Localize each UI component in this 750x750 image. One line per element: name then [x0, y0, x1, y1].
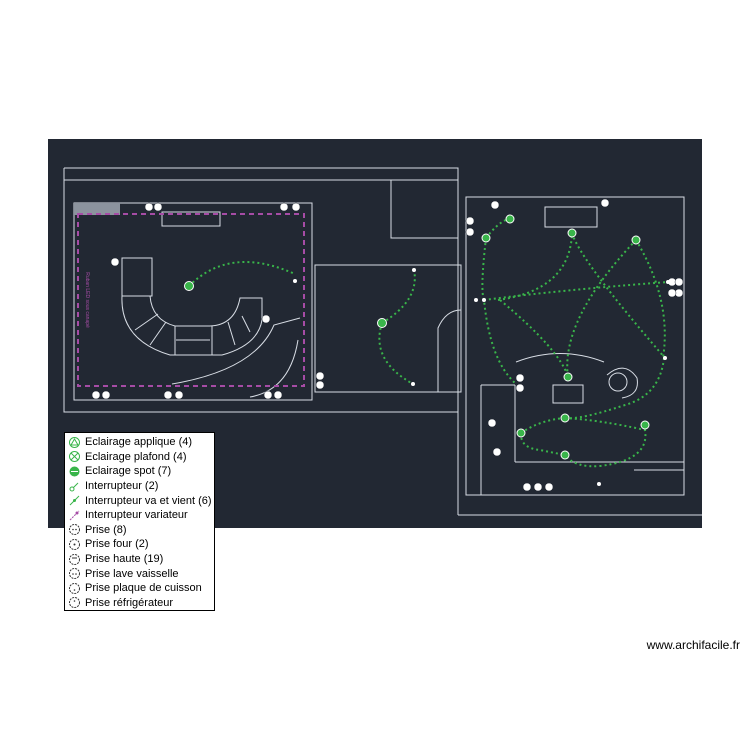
- hatch-block: [74, 203, 120, 215]
- legend-label: Prise haute (19): [85, 553, 164, 566]
- switches: [293, 268, 670, 486]
- sockets: [91, 198, 684, 492]
- dishwasher-socket-icon: [69, 568, 80, 580]
- legend-item: Prise lave vaisselle: [68, 566, 214, 581]
- walls: [63, 167, 702, 516]
- legend-item: Prise four (2): [68, 537, 214, 552]
- legend-panel: Eclairage applique (4) Eclairage plafond…: [64, 432, 215, 611]
- legend-label: Prise lave vaisselle: [85, 567, 179, 580]
- dimmer-switch-icon: [69, 510, 80, 521]
- lights: [184, 214, 650, 460]
- legend-item: Interrupteur (2): [68, 479, 214, 494]
- legend-label: Prise plaque de cuisson: [85, 582, 202, 595]
- credit-text: www.archifacile.fr: [646, 638, 740, 652]
- legend-label: Prise (8): [85, 523, 127, 536]
- legend-item: Interrupteur variateur: [68, 508, 214, 523]
- led-zone: [77, 213, 305, 387]
- legend-label: Prise four (2): [85, 538, 149, 551]
- legend-label: Eclairage applique (4): [85, 436, 193, 449]
- legend-item: Eclairage spot (7): [68, 464, 214, 479]
- legend-label: Interrupteur va et vient (6): [85, 494, 212, 507]
- oven-socket-icon: [69, 538, 80, 550]
- two-way-switch-icon: [69, 495, 80, 506]
- legend-label: Interrupteur variateur: [85, 509, 188, 522]
- cooktop-socket-icon: [69, 582, 80, 594]
- led-zone-label: Ruban LED sous canapé: [84, 272, 90, 328]
- fridge-socket-icon: [69, 597, 80, 609]
- legend-label: Eclairage spot (7): [85, 465, 172, 478]
- legend-label: Prise réfrigérateur: [85, 596, 174, 609]
- socket-icon: [69, 524, 80, 536]
- legend-item: Prise réfrigérateur: [68, 596, 214, 611]
- legend-item: Prise plaque de cuisson: [68, 581, 214, 596]
- legend-label: Interrupteur (2): [85, 480, 159, 493]
- high-socket-icon: [69, 553, 80, 565]
- legend-label: Eclairage plafond (4): [85, 450, 187, 463]
- legend-item: Prise (8): [68, 523, 214, 538]
- legend-item: Prise haute (19): [68, 552, 214, 567]
- ceiling-light-icon: [69, 451, 80, 463]
- wiring: [188, 218, 669, 468]
- legend-item: Eclairage applique (4): [68, 435, 214, 450]
- spot-light-icon: [69, 466, 80, 477]
- legend-item: Eclairage plafond (4): [68, 450, 214, 465]
- switch-icon: [69, 482, 79, 492]
- legend-item: Interrupteur va et vient (6): [68, 493, 214, 508]
- wall-light-icon: [69, 436, 80, 448]
